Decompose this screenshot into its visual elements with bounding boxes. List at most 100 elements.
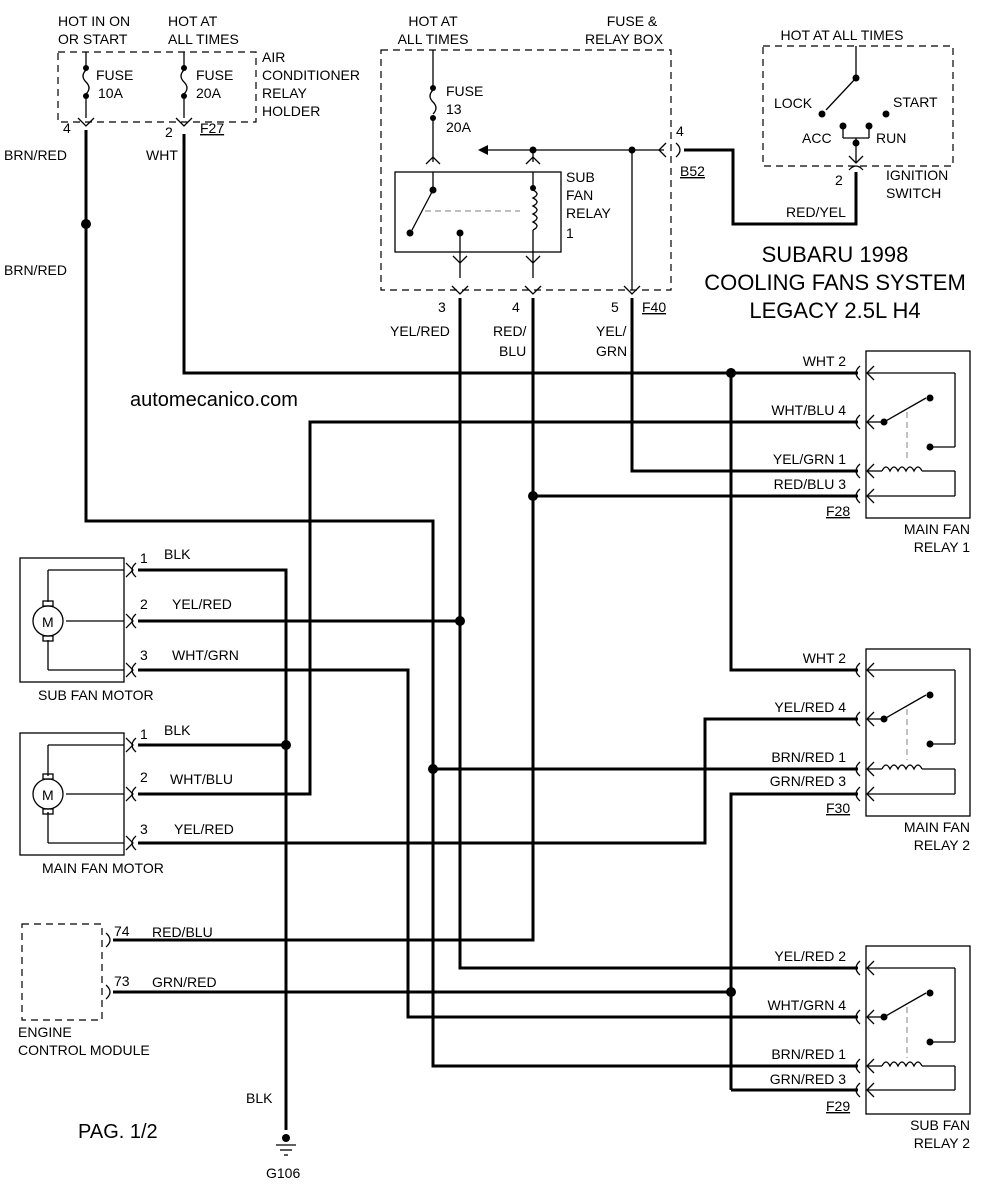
ac-relay-holder-box [57,51,257,123]
frb-hot-2: ALL TIMES [398,31,469,47]
mfr2-coil-icon [881,764,923,771]
ac-hot-on-start-1: HOT IN ON [58,13,130,29]
ac-pin-right: 2 [165,124,173,140]
fuse13-name: FUSE [446,83,483,99]
mfm-wire-2: WHT/BLU [170,771,233,787]
fuse13-number: 13 [446,101,462,117]
mfr1-pin-1: YEL/GRN 1 [773,451,846,467]
mfr1-name-2: RELAY 1 [914,539,971,555]
main-fan-motor: M 1 BLK 2 WHT/BLU 3 YEL/RED MAIN FAN MOT… [19,722,234,876]
title-line-3: LEGACY 2.5L H4 [749,298,920,323]
diagram-title: SUBARU 1998 COOLING FANS SYSTEM LEGACY 2… [704,242,966,323]
fuse-20a-icon [180,69,188,95]
fuse-13-icon [429,89,437,115]
frb-pin-a: 3 [438,299,446,315]
sub-fan-motor-name: SUB FAN MOTOR [38,687,154,703]
sfm-wire-1: BLK [164,546,191,562]
sfr2-connector: F29 [826,1098,850,1114]
ground-wire-label: BLK [246,1090,273,1106]
fuse-10a-icon [82,69,90,95]
ac-holder-name-2: CONDITIONER [262,67,360,83]
ign-name-2: SWITCH [886,185,941,201]
mfr2-switch-icon [883,694,927,720]
ign-pin: 2 [835,172,843,188]
sfm-wire-2: YEL/RED [172,596,232,612]
frb-name-1: FUSE & [607,13,658,29]
engine-control-module: 74 RED/BLU 73 GRN/RED ENGINE CONTROL MOD… [18,923,217,1058]
ground-g106: BLK G106 [246,1090,300,1181]
frb-name-2: RELAY BOX [585,31,664,47]
sfr2-coil-icon [881,1061,923,1068]
wire-label-brn-red-2: BRN/RED [4,262,67,278]
frb-pin-out: 4 [676,123,684,139]
ac-connector-f27: F27 [200,120,224,136]
main-fan-motor-symbol: M [42,787,54,803]
wire-label-wht: WHT [146,147,178,163]
main-fan-relay-1: WHT 2 WHT/BLU 4 YEL/GRN 1 RED/BLU 3 F28 … [771,350,971,555]
mfm-pin-1: 1 [140,726,148,742]
wire-label-yel-grn-1: YEL/ [596,323,626,339]
mfr2-connector: F30 [826,800,850,816]
sub-fan-relay-1-box [394,171,562,253]
ign-run: RUN [876,130,906,146]
title-line-1: SUBARU 1998 [762,242,909,267]
frb-hot-1: HOT AT [408,13,458,29]
ecm-name-2: CONTROL MODULE [18,1042,150,1058]
sub-fan-motor: M 1 BLK 2 YEL/RED 3 WHT/GRN SUB FAN MOTO… [19,546,239,703]
main-fan-relay-2-box [865,648,971,817]
ecm-box [21,923,103,1021]
fuse1-rating: 10A [98,85,124,101]
mfm-pin-2: 2 [140,769,148,785]
frb-relay-2: FAN [566,187,593,203]
wire-label-red-blu-2: BLU [499,343,526,359]
mfm-pin-3: 3 [140,821,148,837]
sub-fan-relay-2: YEL/RED 2 WHT/GRN 4 BRN/RED 1 GRN/RED 3 … [767,945,971,1151]
ign-name-1: IGNITION [886,167,948,183]
mfr1-pin-2: WHT 2 [803,353,847,369]
sfr2-name-1: SUB FAN [910,1117,970,1133]
sfr2-pin-2: YEL/RED 2 [774,948,846,964]
sfr2-switch-icon [883,992,927,1018]
frb-relay-3: RELAY [566,205,612,221]
mfm-wire-1: BLK [164,722,191,738]
ecm-wire-73: GRN/RED [152,974,217,990]
mfr1-pin-4: WHT/BLU 4 [771,402,846,418]
mfr1-switch-icon [883,397,927,423]
wire-label-yel-grn-2: GRN [596,343,627,359]
ac-relay-holder: HOT IN ON OR START HOT AT ALL TIMES FUSE… [57,13,360,140]
sub-fan-motor-box [19,557,125,683]
mfr2-name-2: RELAY 2 [914,837,971,853]
sub-fan-relay-switch-icon [411,189,434,231]
main-fan-relay-1-box [865,350,971,519]
ign-start: START [893,94,938,110]
fuse2-name: FUSE [196,67,233,83]
connector-pin-2-icon [175,117,193,127]
mfr2-pin-1: BRN/RED 1 [771,749,846,765]
ac-hot-on-start-2: OR START [58,31,128,47]
ecm-pin-73-connector-icon [105,984,111,1000]
ign-acc: ACC [802,130,832,146]
mfr2-name-1: MAIN FAN [904,819,970,835]
ac-hot-all-times-2: ALL TIMES [168,31,239,47]
frb-relay-4: 1 [566,225,574,241]
frb-pin-c: 5 [611,299,619,315]
mfr2-pin-4: YEL/RED 4 [774,699,846,715]
wires [81,130,858,1130]
sub-fan-relay-coil-icon [531,189,538,231]
mfm-wire-3: YEL/RED [174,821,234,837]
ecm-pin-74-connector-icon [105,932,111,948]
frb-connector-b52: B52 [680,163,705,179]
fuse-relay-box-outline [380,49,672,291]
ecm-wire-74: RED/BLU [152,924,213,940]
sfm-pin-3: 3 [140,647,148,663]
sfr2-name-2: RELAY 2 [914,1135,971,1151]
b52-connector-icon [658,142,667,158]
main-fan-relay-2: WHT 2 YEL/RED 4 BRN/RED 1 GRN/RED 3 F30 … [770,648,971,853]
frb-relay-1: SUB [566,169,595,185]
ac-holder-name-4: HOLDER [262,103,320,119]
ecm-name-1: ENGINE [18,1024,72,1040]
frb-connector-f40: F40 [642,299,666,315]
main-fan-motor-name: MAIN FAN MOTOR [42,860,164,876]
ecm-pin-73: 73 [114,973,130,989]
ignition-connector-icon [848,165,864,171]
